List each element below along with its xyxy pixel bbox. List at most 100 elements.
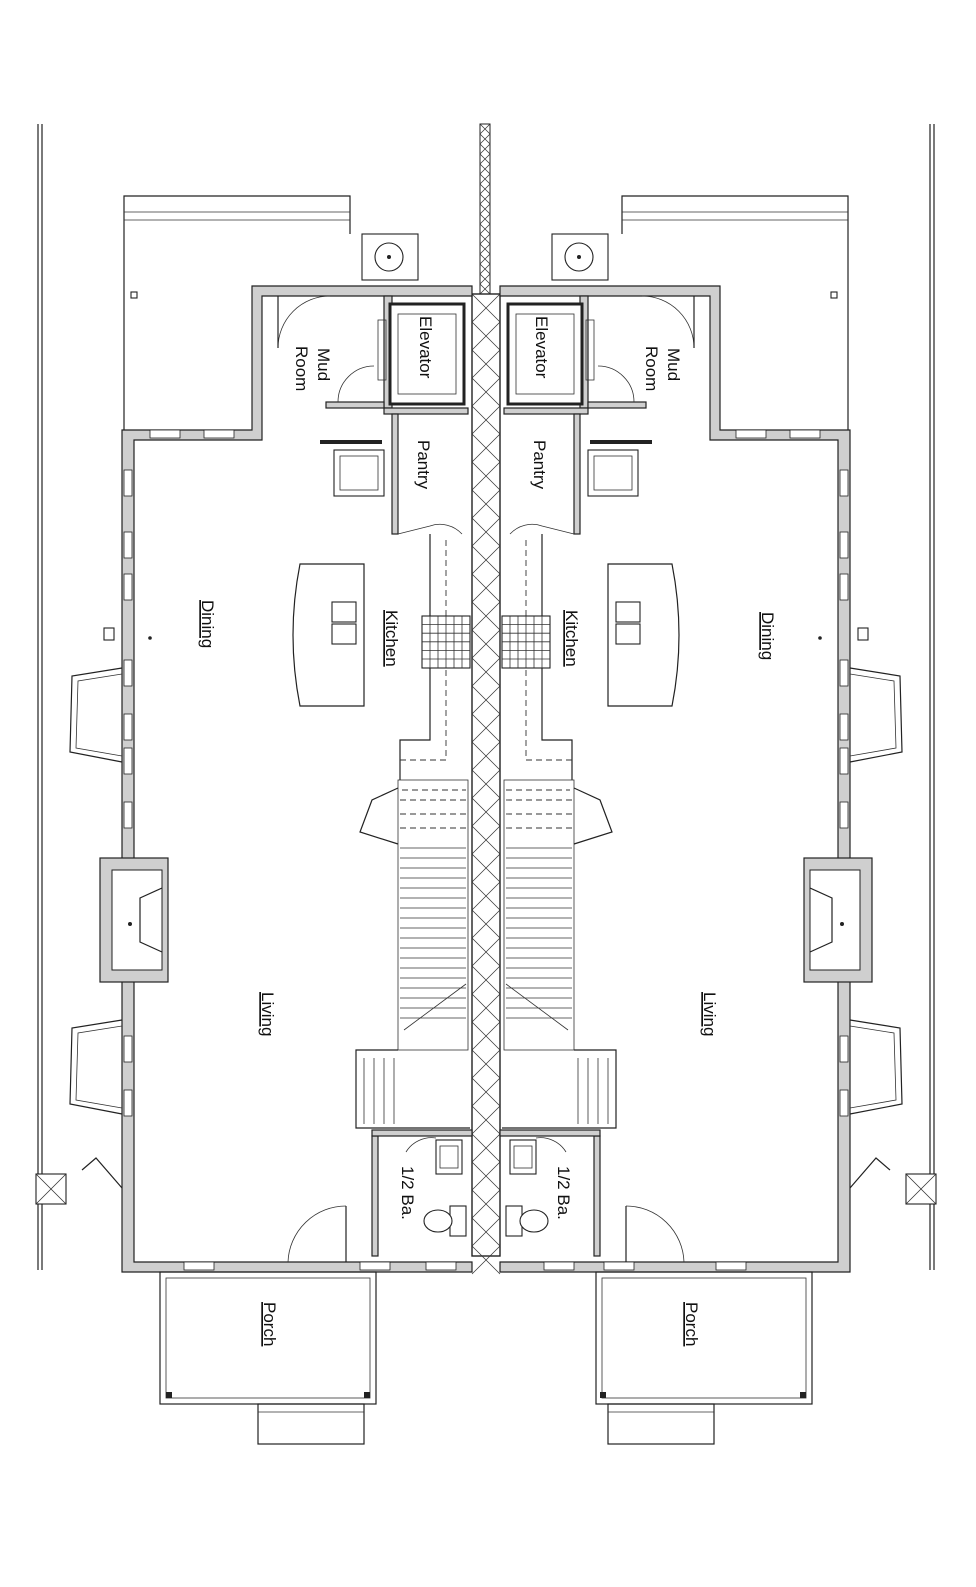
party-wall-hatch — [471, 349, 501, 379]
porch-left — [159, 1271, 377, 1445]
label-porch-right: Porch — [682, 1302, 701, 1346]
label-dining-left: Dining — [198, 600, 217, 648]
window-right — [839, 747, 849, 775]
party-wall-hatch — [471, 1105, 501, 1135]
window-front — [789, 429, 821, 439]
kitchen-island-right — [607, 563, 680, 707]
label-elevator-right: Elevator — [532, 316, 551, 379]
party-wall-hatch — [471, 965, 501, 995]
window-right — [839, 801, 849, 829]
corner-post-left — [35, 1157, 123, 1205]
party-wall-hatch — [471, 1189, 501, 1219]
party-wall-hatch — [479, 223, 491, 235]
label-pantry-right: Pantry — [530, 440, 549, 490]
party-wall-hatch — [471, 405, 501, 435]
front-door-right — [625, 1205, 685, 1263]
label-room-right: Room — [642, 346, 661, 391]
window-right — [839, 659, 849, 687]
interior-walls-right — [499, 295, 652, 1257]
party-wall-hatch — [471, 937, 501, 967]
party-wall-hatch — [471, 825, 501, 855]
window-left — [123, 659, 133, 687]
rear-patio-left — [123, 195, 351, 436]
party-wall-hatch — [471, 881, 501, 911]
elevator-left — [377, 302, 466, 406]
party-wall-hatch — [479, 193, 491, 205]
label-living-left: Living — [258, 992, 277, 1036]
party-wall-hatch — [479, 233, 491, 245]
party-wall-hatch — [479, 153, 491, 165]
party-wall-hatch — [471, 433, 501, 463]
window-left — [123, 1089, 133, 1117]
party-wall-hatch — [471, 601, 501, 631]
label-dining-right: Dining — [758, 612, 777, 660]
bay-window-left-upper — [69, 667, 123, 763]
range-left — [421, 615, 471, 669]
party-wall-hatch — [471, 1021, 501, 1051]
label-pantry-left: Pantry — [414, 440, 433, 490]
window-right — [839, 531, 849, 559]
label-kitchen-right: Kitchen — [562, 610, 581, 667]
window-left — [123, 1035, 133, 1063]
pantry-door-left — [397, 523, 463, 535]
exterior-walls-left — [121, 285, 473, 1273]
window-front — [359, 1261, 391, 1271]
party-wall-hatch — [471, 713, 501, 743]
party-wall-hatch — [471, 1133, 501, 1163]
window-left — [123, 747, 133, 775]
party-wall-hatch — [471, 1077, 501, 1107]
window-left — [123, 713, 133, 741]
party-wall-hatch — [471, 1161, 501, 1191]
party-wall-hatch — [479, 253, 491, 265]
stair-right — [502, 779, 617, 1129]
party-wall-hatch — [471, 517, 501, 547]
label-porch-left: Porch — [260, 1302, 279, 1346]
window-front — [183, 1261, 215, 1271]
interior-walls-left — [320, 295, 473, 1257]
porch-right — [595, 1271, 813, 1445]
bay-window-right-lower — [849, 1019, 903, 1115]
half-bath-left-fixtures — [405, 1137, 467, 1237]
party-wall-hatch — [471, 293, 501, 323]
party-wall-hatch — [471, 461, 501, 491]
window-front — [715, 1261, 747, 1271]
elevator-right — [506, 302, 595, 406]
party-wall-hatch — [479, 273, 491, 285]
party-wall-hatch — [479, 213, 491, 225]
window-front — [149, 429, 181, 439]
party-wall — [471, 123, 501, 1275]
window-left — [123, 531, 133, 559]
window-left — [123, 469, 133, 497]
party-wall-hatch — [471, 545, 501, 575]
party-wall-hatch — [471, 573, 501, 603]
hvac-unit-left — [361, 233, 419, 281]
bay-window-left-lower — [69, 1019, 123, 1115]
window-front — [425, 1261, 457, 1271]
dining-outlets — [103, 627, 869, 641]
exterior-walls-right — [499, 285, 851, 1273]
party-wall-hatch — [471, 797, 501, 827]
window-front — [543, 1261, 575, 1271]
mud-room-door-left — [277, 295, 375, 403]
party-wall-hatch — [471, 1049, 501, 1079]
party-wall-hatch — [471, 489, 501, 519]
label-room-left: Room — [292, 346, 311, 391]
party-wall-hatch — [471, 769, 501, 799]
rear-patio-right — [621, 195, 849, 436]
party-wall-hatch — [479, 203, 491, 215]
corner-post-right — [849, 1157, 937, 1205]
party-wall-hatch — [471, 377, 501, 407]
label-half-bath-right: 1/2 Ba. — [554, 1166, 573, 1220]
party-wall-hatch — [471, 1245, 501, 1275]
window-right — [839, 1035, 849, 1063]
window-left — [123, 801, 133, 829]
party-wall-hatch — [479, 283, 491, 295]
window-marks — [123, 429, 849, 1271]
party-wall-hatch — [479, 123, 491, 135]
party-wall-hatch — [479, 163, 491, 175]
half-bath-right-fixtures — [505, 1137, 567, 1237]
party-wall-hatch — [471, 657, 501, 687]
mud-room-door-right — [597, 295, 695, 403]
label-mud-right: Mud — [664, 348, 683, 381]
party-wall-hatch — [471, 741, 501, 771]
